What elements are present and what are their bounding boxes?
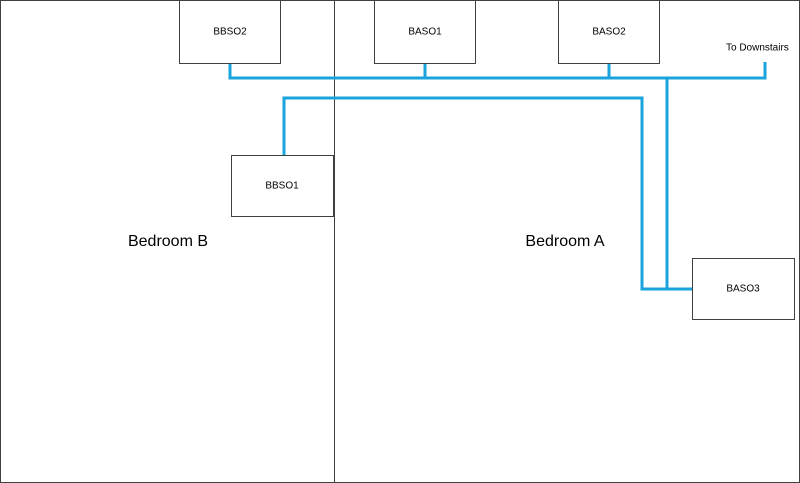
- to-downstairs-label: To Downstairs: [726, 43, 789, 54]
- outlet-label-bbso1: BBSO1: [265, 181, 299, 192]
- duct-bbso1-baso3-run: [282, 96, 693, 291]
- outlet-bbso2: BBSO2: [179, 0, 281, 64]
- outlet-box: [179, 0, 281, 64]
- duct-main-trunk: [228, 64, 669, 289]
- outlet-box: [692, 258, 795, 320]
- outlet-label-baso3: BASO3: [726, 284, 760, 295]
- outlet-baso3: BASO3: [692, 258, 795, 320]
- room-label-bedroom-a: Bedroom A: [525, 233, 604, 250]
- room-label-bedroom-b: Bedroom B: [128, 233, 208, 250]
- outlet-box: [558, 0, 660, 64]
- outlet-box: [231, 155, 334, 217]
- outlet-label-baso1: BASO1: [408, 27, 442, 38]
- outlet-label-bbso2: BBSO2: [213, 27, 247, 38]
- outlet-bbso1: BBSO1: [231, 155, 334, 217]
- outlet-baso1: BASO1: [374, 0, 476, 64]
- duct-to-downstairs: [609, 62, 767, 80]
- outlet-box: [374, 0, 476, 64]
- outlet-label-baso2: BASO2: [592, 27, 626, 38]
- outlet-baso2: BASO2: [558, 0, 660, 64]
